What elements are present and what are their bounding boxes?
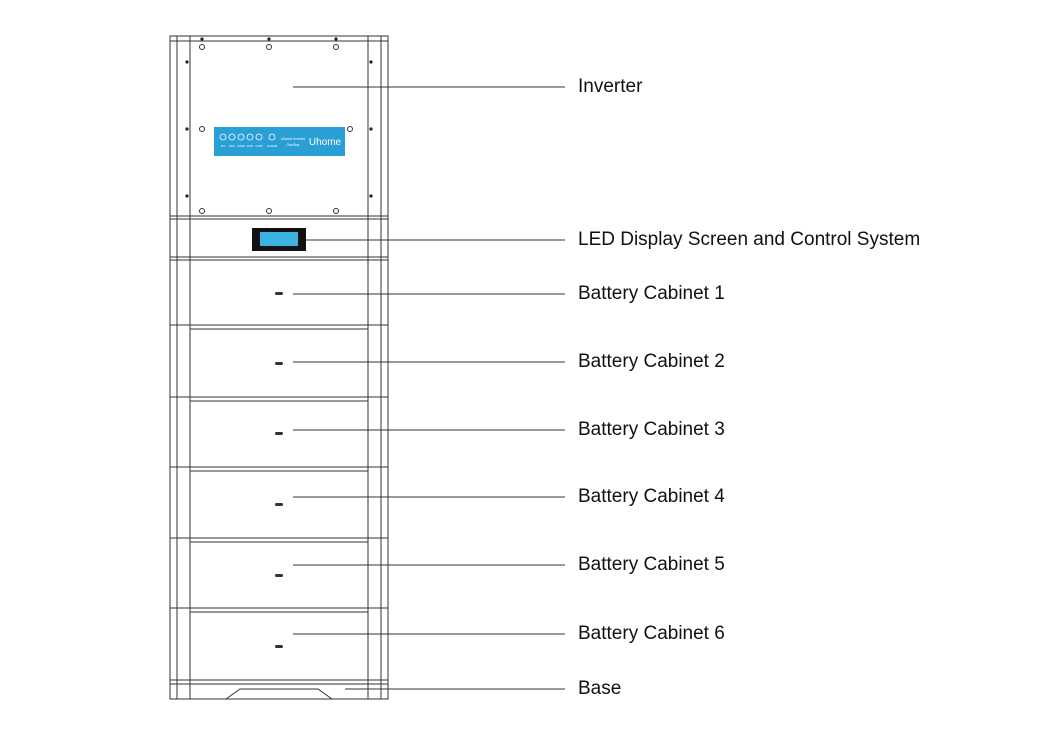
callout-inverter: Inverter xyxy=(578,76,643,97)
indicator-label-pv: PV xyxy=(221,144,225,148)
indicator-label-eps: EPS xyxy=(247,144,253,148)
screen-glass xyxy=(260,232,298,246)
rivet-icon xyxy=(185,194,189,198)
callout-battery-2: Battery Cabinet 2 xyxy=(578,351,725,372)
panel-background xyxy=(214,127,345,156)
control-section xyxy=(170,256,388,261)
screw-icon xyxy=(266,208,272,214)
indicator-label-alarm: ALARM xyxy=(267,144,278,148)
panel-model-line-2: OneStar xyxy=(286,143,300,147)
indicator-label-grid: GRID xyxy=(237,144,245,148)
screw-icon xyxy=(266,44,272,50)
callout-base: Base xyxy=(578,678,622,699)
base-unit xyxy=(170,679,388,700)
indicator-label-com: COM xyxy=(256,144,264,148)
callout-battery-3: Battery Cabinet 3 xyxy=(578,419,725,440)
callout-battery-5: Battery Cabinet 5 xyxy=(578,554,725,575)
rivet-icon xyxy=(200,37,204,41)
rivet-icon xyxy=(369,60,373,64)
handle-icon xyxy=(275,645,283,648)
rivet-icon xyxy=(185,60,189,64)
inverter-module xyxy=(170,40,388,220)
indicator-alarm-icon xyxy=(268,133,276,141)
led-display-screen xyxy=(252,228,306,251)
indicator-eps-icon xyxy=(246,133,254,141)
handle-icon xyxy=(275,362,283,365)
handle-icon xyxy=(275,574,283,577)
callout-led-display: LED Display Screen and Control System xyxy=(578,229,921,250)
inverter-status-panel: PV BAT GRID EPS COM ALARM Uhome Inverter… xyxy=(214,127,345,156)
screw-icon xyxy=(333,208,339,214)
battery-cabinets xyxy=(170,324,388,613)
rivet-icon xyxy=(369,194,373,198)
rivet-icon xyxy=(185,127,189,131)
handle-icon xyxy=(275,503,283,506)
rivet-icon xyxy=(334,37,338,41)
screw-icon xyxy=(347,126,353,132)
indicator-label-bat: BAT xyxy=(229,144,235,148)
callout-battery-6: Battery Cabinet 6 xyxy=(578,623,725,644)
screw-icon xyxy=(199,126,205,132)
screw-icon xyxy=(199,208,205,214)
rivet-icon xyxy=(369,127,373,131)
screw-icon xyxy=(333,44,339,50)
indicator-pv-icon xyxy=(219,133,227,141)
callout-battery-4: Battery Cabinet 4 xyxy=(578,486,725,507)
handle-icon xyxy=(275,292,283,295)
handle-icon xyxy=(275,432,283,435)
indicator-grid-icon xyxy=(237,133,245,141)
panel-model-line-1: Uhome Inverter xyxy=(281,137,306,141)
callout-battery-1: Battery Cabinet 1 xyxy=(578,283,725,304)
indicator-com-icon xyxy=(255,133,263,141)
indicator-bat-icon xyxy=(228,133,236,141)
rivet-icon xyxy=(267,37,271,41)
brand-logo: Uhome xyxy=(309,137,342,148)
leader-lines xyxy=(293,86,565,690)
screw-icon xyxy=(199,44,205,50)
